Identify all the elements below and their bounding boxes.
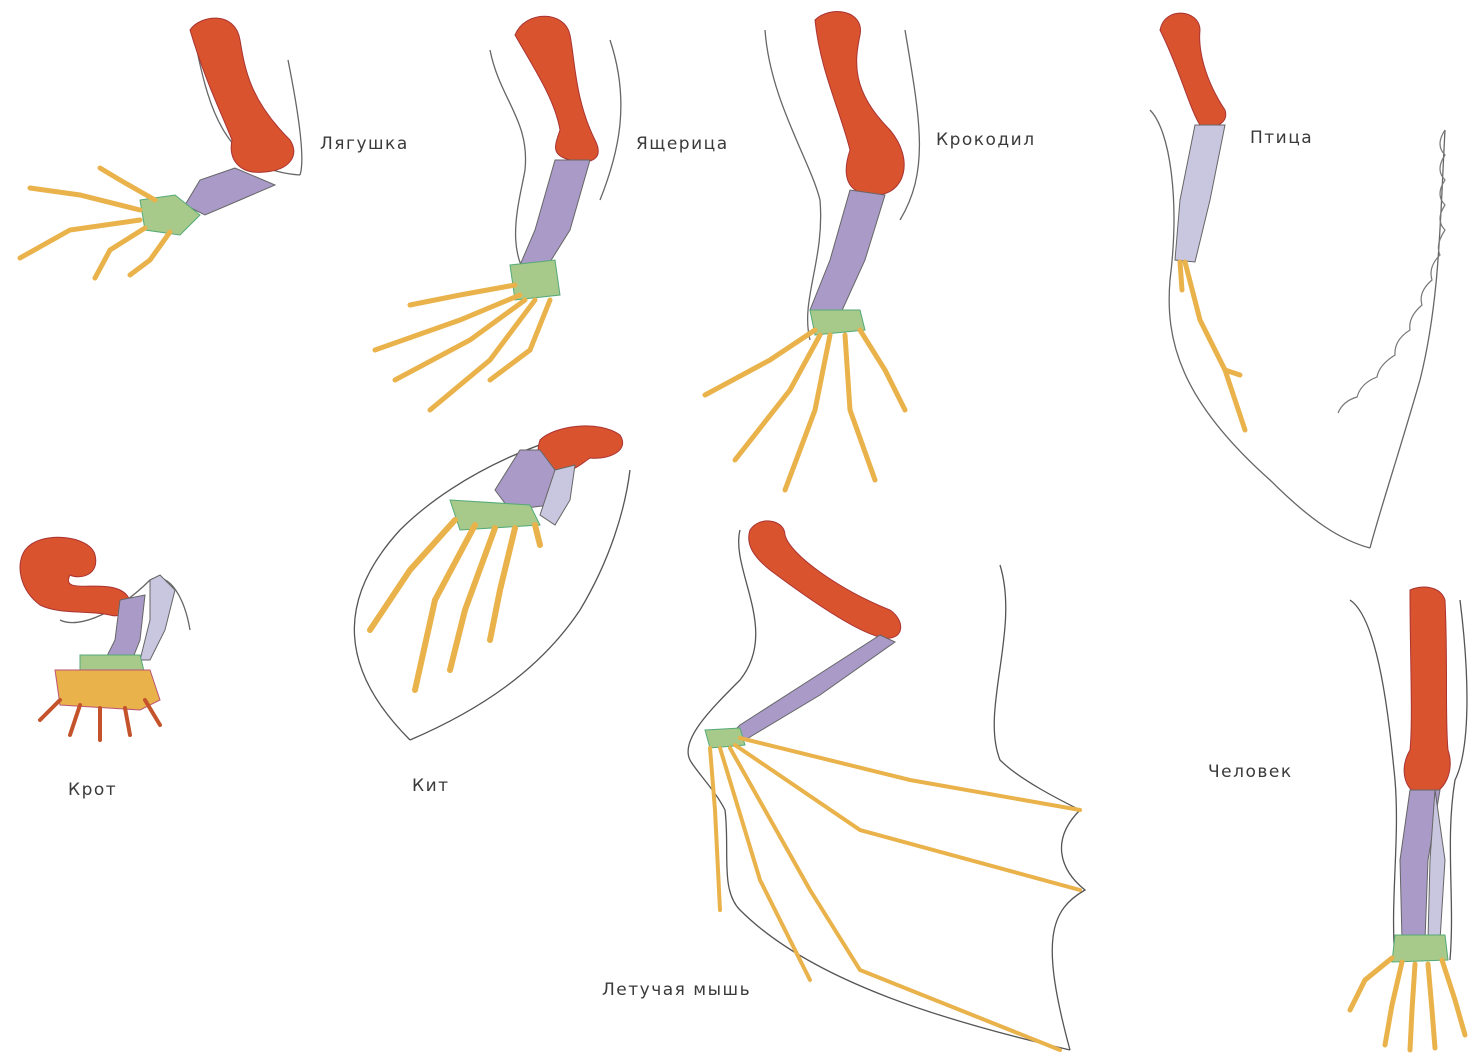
frog-forearm — [185, 168, 275, 215]
lizard-humerus — [515, 16, 598, 162]
whale-digits — [370, 520, 540, 690]
crocodile-carpals — [810, 310, 865, 335]
bird-humerus — [1160, 13, 1226, 127]
label-human: Человек — [1208, 762, 1293, 782]
crocodile-limb — [690, 0, 950, 520]
bird-limb — [1140, 0, 1477, 560]
label-bat: Летучая мышь — [602, 980, 751, 1000]
mole-humerus — [20, 537, 130, 616]
whale-limb — [340, 410, 640, 760]
label-bird: Птица — [1250, 128, 1313, 148]
human-digits — [1350, 958, 1465, 1050]
bat-limb — [660, 510, 1100, 1059]
human-humerus — [1404, 587, 1450, 795]
label-whale: Кит — [412, 776, 450, 796]
mole-forearm-light — [140, 575, 175, 660]
lizard-digits — [375, 285, 550, 410]
label-crocodile: Крокодил — [936, 130, 1036, 150]
bat-digits — [710, 738, 1080, 1050]
crocodile-humerus — [815, 12, 904, 195]
whale-flipper-outline — [354, 430, 630, 740]
lizard-forearm — [520, 160, 590, 270]
bird-feather-edge — [1338, 130, 1445, 413]
crocodile-digits — [705, 330, 905, 490]
bird-digits — [1180, 262, 1245, 430]
human-carpals — [1392, 935, 1448, 962]
frog-limb — [0, 0, 320, 300]
mole-hand — [55, 670, 160, 710]
bat-wing-outline — [688, 530, 1085, 1050]
human-limb — [1330, 580, 1477, 1059]
frog-humerus — [190, 18, 294, 172]
bat-forearm — [730, 635, 895, 740]
label-mole: Крот — [68, 780, 117, 800]
crocodile-forearm — [810, 190, 885, 315]
mole-limb — [0, 520, 220, 750]
bird-forearm — [1175, 125, 1225, 262]
lizard-limb — [350, 0, 650, 430]
bat-humerus — [749, 521, 901, 638]
